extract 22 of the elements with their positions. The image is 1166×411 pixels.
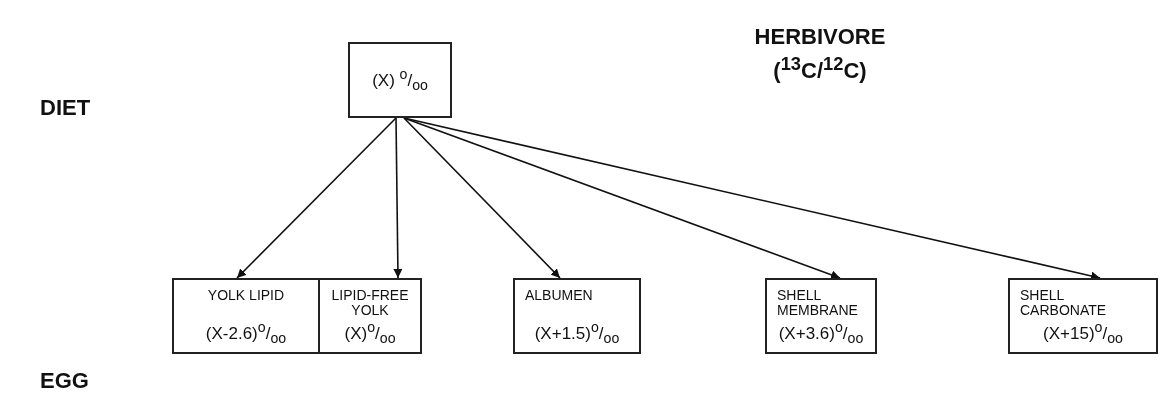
value-text: (X+15)$^{o}$/$_{oo}$ [1043, 318, 1123, 346]
value-text: (X+3.6)$^{o}$/$_{oo}$ [778, 318, 864, 346]
process-box [172, 278, 320, 354]
arrow [393, 117, 403, 279]
arrow [236, 117, 397, 279]
value-text: (X) $^{o}$/$_{oo}$ [372, 66, 428, 94]
process-box [348, 42, 452, 118]
arrow [403, 117, 841, 280]
value-text: (X+1.5)$^{o}$/$_{oo}$ [534, 318, 620, 346]
value-text: (X)$^{o}$/$_{oo}$ [344, 318, 396, 346]
value-text: (X-2.6)$^{o}$/$_{oo}$ [205, 318, 287, 346]
process-box [318, 278, 422, 354]
diagram-title: HERBIVORE ($^{13}$C/$^{12}$C) [753, 23, 887, 85]
process-box [513, 278, 641, 354]
component-label: YOLK LIPID [207, 288, 285, 304]
arrow [403, 117, 1101, 281]
arrow [403, 117, 561, 279]
process-box [1008, 278, 1158, 354]
row-label: DIET [40, 95, 91, 121]
process-box [765, 278, 877, 354]
component-label: ALBUMEN [524, 288, 593, 304]
row-label: EGG [40, 368, 89, 394]
